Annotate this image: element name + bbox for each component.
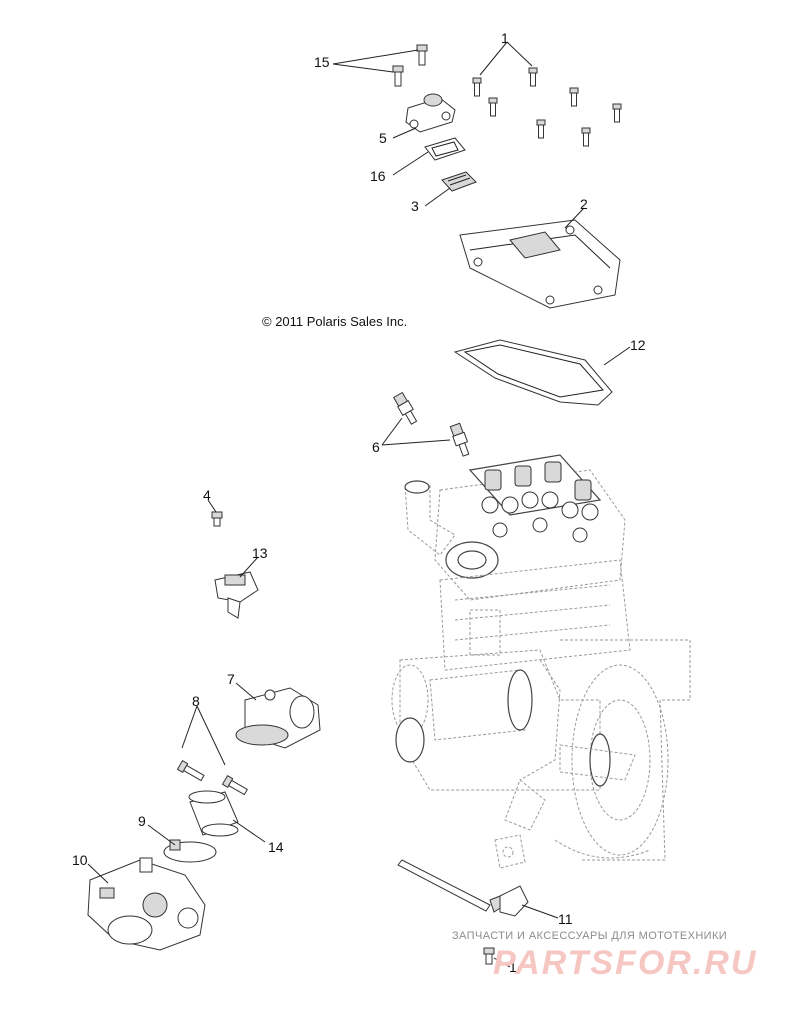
watermark-brand: PARTSFOR.RU xyxy=(493,944,758,982)
callout-2: 2 xyxy=(580,196,588,212)
part-15-bolts xyxy=(392,44,428,87)
callout-13: 13 xyxy=(252,545,268,561)
callout-4: 4 xyxy=(203,487,211,503)
part-14-coupler xyxy=(188,790,239,837)
part-4-bolt xyxy=(211,511,223,527)
callout-5: 5 xyxy=(379,130,387,146)
part-12-gasket xyxy=(453,339,613,406)
callout-16: 16 xyxy=(370,168,386,184)
part-11-sensor xyxy=(397,859,529,917)
callout-8: 8 xyxy=(192,693,200,709)
part-7-intake xyxy=(235,687,321,749)
part-1-bolts xyxy=(472,67,622,147)
callout-6: 6 xyxy=(372,439,380,455)
part-13-sensor xyxy=(214,571,259,619)
callout-10: 10 xyxy=(72,852,88,868)
watermark-tagline: ЗАПЧАСТИ И АКСЕССУАРЫ ДЛЯ МОТОТЕХНИКИ xyxy=(452,930,728,942)
leader-lines xyxy=(87,41,631,968)
part-1-bolt-bottom xyxy=(483,947,495,965)
part-8-bolts xyxy=(176,759,248,796)
part-2-valve-cover xyxy=(459,219,621,309)
part-6-spark-plugs xyxy=(392,391,470,457)
part-9-clamp xyxy=(163,839,217,863)
callout-7: 7 xyxy=(227,671,235,687)
callout-9: 9 xyxy=(138,813,146,829)
callout-14: 14 xyxy=(268,839,284,855)
callout-12: 12 xyxy=(630,337,646,353)
callout-15: 15 xyxy=(314,54,330,70)
callout-1-bottom: 1 xyxy=(509,959,517,975)
engine-assembly xyxy=(391,454,691,869)
part-16-gasket xyxy=(424,137,466,161)
callout-1-top: 1 xyxy=(501,30,509,46)
callout-3: 3 xyxy=(411,198,419,214)
copyright-text: © 2011 Polaris Sales Inc. xyxy=(262,314,408,329)
callout-11: 11 xyxy=(558,911,573,927)
part-3-element xyxy=(441,171,477,192)
part-10-throttle-body xyxy=(87,857,206,951)
part-5-housing xyxy=(405,93,456,133)
